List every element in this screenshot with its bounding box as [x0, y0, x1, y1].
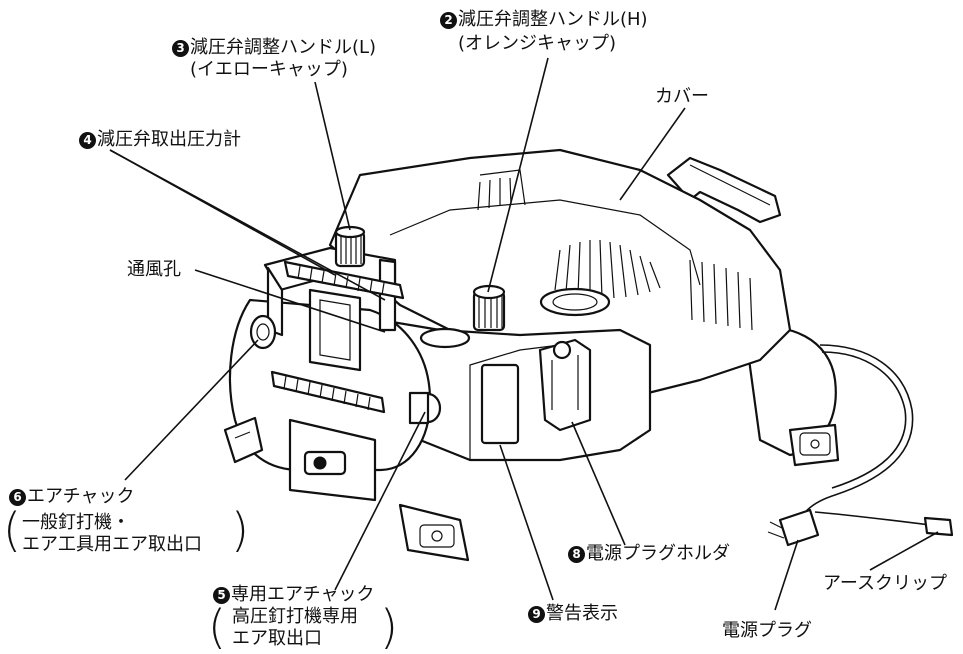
callout-number-6: 6: [9, 489, 26, 506]
leader-lines: [109, 57, 939, 611]
power-plug-body: [767, 508, 820, 547]
leader-ground-clip: [869, 531, 939, 571]
callout-number-5: 5: [213, 587, 230, 604]
label-handle-h-title: 減圧弁調整ハンドル(H): [458, 9, 648, 30]
leader-warning: [499, 444, 554, 601]
label-cover: カバー: [655, 86, 709, 107]
label-ground-clip: アースクリップ: [823, 573, 948, 594]
paren-open-air-chuck: (: [3, 503, 21, 557]
leader-vent: [194, 269, 386, 333]
callout-number-2: 2: [440, 12, 457, 29]
lower-grip-bar: [270, 370, 386, 414]
power-cord: [799, 344, 914, 526]
ground-wire: [814, 511, 931, 526]
rubber-foot-front-right: [398, 503, 470, 562]
label-handle-l-title: 減圧弁調整ハンドル(L): [190, 37, 377, 58]
leader-handle-h: [487, 57, 549, 293]
label-air-chuck-line1: 一般釘打機・: [22, 512, 130, 533]
paren-close-air-chuck: ): [231, 503, 249, 557]
ground-clip: [923, 516, 954, 537]
callout-number-4: 4: [79, 132, 96, 149]
label-special-chuck-line1: 高圧釘打機専用: [232, 606, 358, 627]
rubber-foot-rear-right: [788, 423, 840, 467]
label-plug-holder-title: 電源プラグホルダ: [586, 543, 730, 564]
compressor-illustration: [223, 148, 954, 562]
rubber-foot-front-left: [223, 416, 264, 464]
leader-power-plug: [774, 539, 799, 611]
leader-cover: [619, 107, 686, 201]
paren-open-special-chuck: (: [208, 600, 226, 654]
label-gauge-title: 減圧弁取出圧力計: [97, 129, 241, 150]
warning-label-plate: [480, 363, 520, 445]
pressure-knob-h: [472, 284, 506, 332]
leader-gauge-2: [109, 149, 386, 301]
label-air-chuck-line2: エア工具用エア取出口: [22, 534, 202, 555]
label-handle-h-sub: (オレンジキャップ): [458, 33, 617, 54]
filler-opening: [539, 287, 611, 317]
label-air-chuck-title: エアチャック: [27, 486, 135, 507]
label-vent: 通風孔: [127, 259, 181, 280]
leader-handle-l: [314, 81, 351, 231]
label-handle-l-sub: (イエローキャップ): [190, 59, 348, 80]
label-special-chuck-line2: エア取出口: [232, 628, 322, 649]
leader-special-chuck: [334, 411, 426, 591]
callout-number-3: 3: [172, 40, 189, 57]
label-power-plug: 電源プラグ: [722, 620, 812, 641]
pressure-knob-l: [334, 225, 366, 268]
top-grip-bar: [283, 260, 405, 300]
leader-air-chuck: [124, 339, 259, 481]
callout-number-9: 9: [528, 606, 545, 623]
paren-close-special-chuck: ): [380, 600, 398, 654]
label-warning-title: 警告表示: [546, 603, 618, 624]
callout-number-8: 8: [568, 546, 585, 563]
carry-handle: [666, 156, 782, 224]
label-special-chuck-title: 専用エアチャック: [231, 584, 375, 605]
leader-plug-holder: [571, 421, 626, 546]
pressure-gauge: [308, 288, 362, 372]
